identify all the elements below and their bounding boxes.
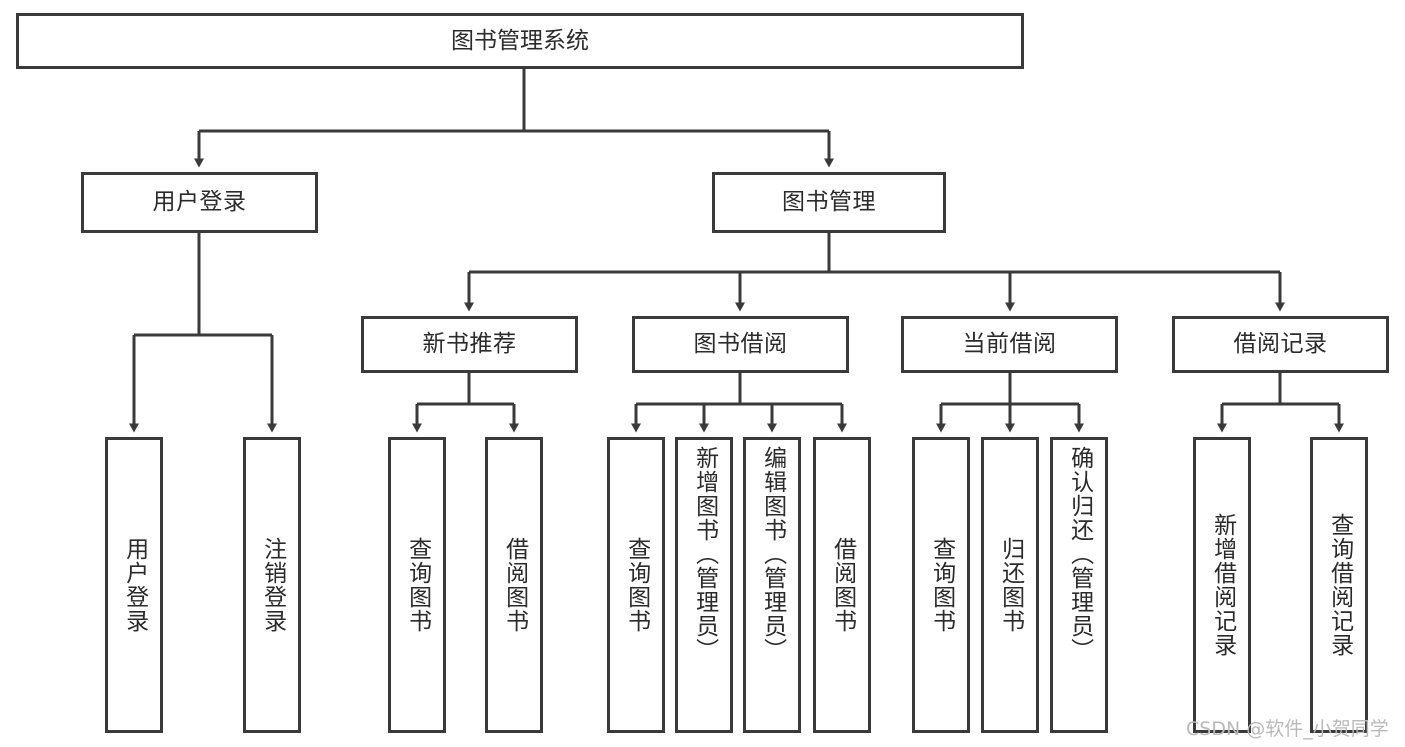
node-book-management-label: 图书管理 — [782, 189, 876, 216]
node-current-borrow-label: 当前借阅 — [962, 331, 1057, 358]
node-leaf-user-login[interactable]: 用户登录 — [105, 437, 163, 733]
node-leaf-query-book-2-label: 查询图书 — [623, 537, 650, 633]
node-user-login-label: 用户登录 — [152, 189, 247, 216]
node-leaf-add-record-label: 新增借阅记录 — [1209, 513, 1236, 657]
node-user-login[interactable]: 用户登录 — [81, 172, 318, 233]
node-leaf-query-book-1-label: 查询图书 — [404, 537, 431, 633]
node-leaf-borrow-book-1[interactable]: 借阅图书 — [485, 437, 543, 733]
node-leaf-logout[interactable]: 注销登录 — [243, 437, 301, 733]
node-leaf-query-book-1[interactable]: 查询图书 — [388, 437, 446, 733]
node-leaf-borrow-book-2-label: 借阅图书 — [829, 537, 856, 633]
node-book-borrow[interactable]: 图书借阅 — [632, 316, 849, 373]
node-leaf-return-book[interactable]: 归还图书 — [981, 437, 1039, 733]
node-root-label: 图书管理系统 — [451, 27, 589, 54]
node-leaf-borrow-book-2[interactable]: 借阅图书 — [813, 437, 871, 733]
node-leaf-query-book-3-label: 查询图书 — [928, 537, 955, 633]
node-new-book-recommend[interactable]: 新书推荐 — [361, 316, 578, 373]
node-leaf-edit-book[interactable]: 编辑图书（管理员） — [743, 437, 801, 733]
node-leaf-add-book-label: 新增图书（管理员） — [691, 446, 718, 662]
node-root[interactable]: 图书管理系统 — [16, 13, 1024, 69]
node-leaf-user-login-label: 用户登录 — [121, 537, 148, 633]
node-leaf-borrow-book-1-label: 借阅图书 — [501, 537, 528, 633]
node-leaf-logout-label: 注销登录 — [259, 537, 286, 633]
node-leaf-return-book-label: 归还图书 — [997, 537, 1024, 633]
node-new-book-recommend-label: 新书推荐 — [422, 331, 517, 358]
node-leaf-confirm-return[interactable]: 确认归还（管理员） — [1050, 437, 1108, 733]
node-leaf-query-record[interactable]: 查询借阅记录 — [1310, 437, 1368, 733]
node-leaf-query-book-2[interactable]: 查询图书 — [607, 437, 665, 733]
node-leaf-confirm-return-label: 确认归还（管理员） — [1066, 446, 1093, 662]
node-current-borrow[interactable]: 当前借阅 — [901, 316, 1118, 373]
node-leaf-add-record[interactable]: 新增借阅记录 — [1193, 437, 1251, 733]
watermark: CSDN @软件_小贺同学 — [1186, 718, 1389, 740]
node-leaf-query-record-label: 查询借阅记录 — [1326, 513, 1353, 657]
node-leaf-add-book[interactable]: 新增图书（管理员） — [675, 437, 733, 733]
node-book-management[interactable]: 图书管理 — [712, 172, 946, 233]
node-borrow-record-label: 借阅记录 — [1233, 331, 1328, 358]
node-borrow-record[interactable]: 借阅记录 — [1172, 316, 1389, 373]
node-leaf-query-book-3[interactable]: 查询图书 — [912, 437, 970, 733]
node-leaf-edit-book-label: 编辑图书（管理员） — [759, 446, 786, 662]
node-book-borrow-label: 图书借阅 — [693, 331, 788, 358]
